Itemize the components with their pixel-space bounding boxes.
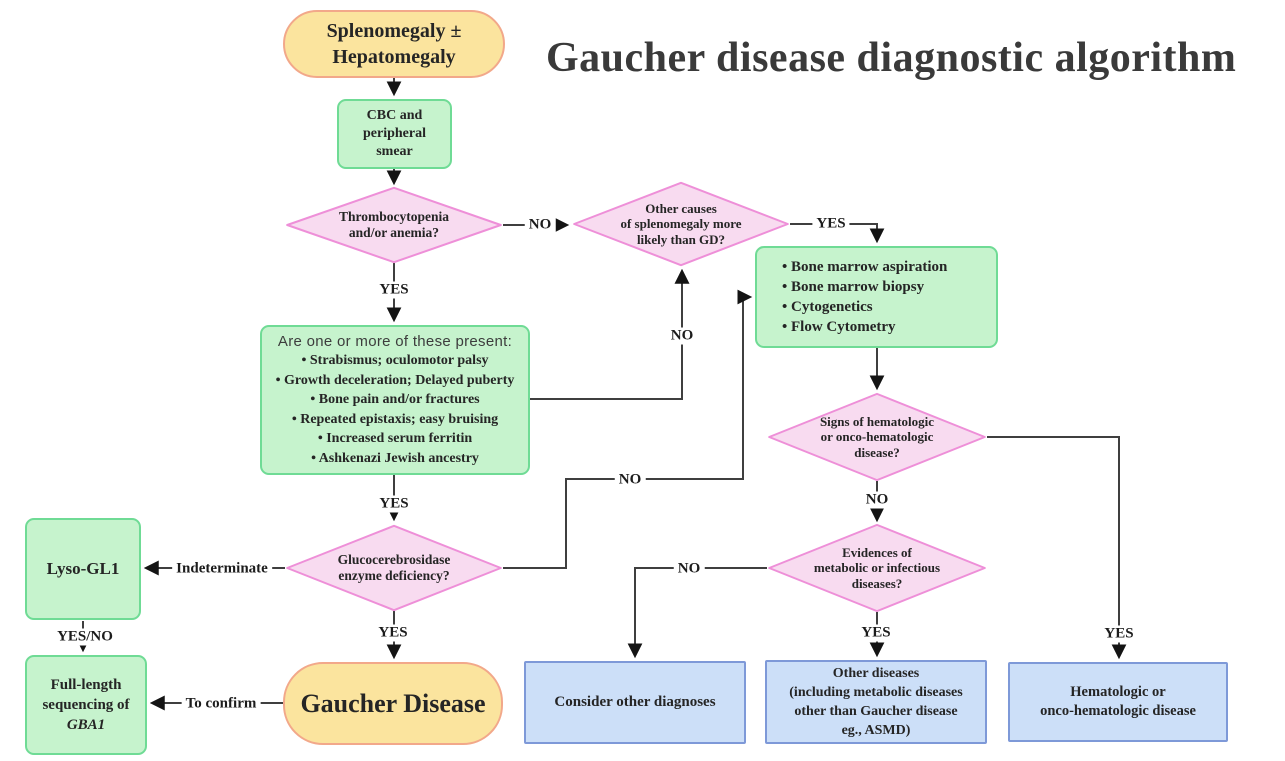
diamond-line: likely than GD? bbox=[636, 231, 726, 247]
node-checklist-line: • Bone pain and/or fractures bbox=[310, 392, 480, 408]
node-cbc-line: smear bbox=[376, 144, 413, 159]
node-thrombocytopenia-diamond: Thrombocytopenia and/or anemia? bbox=[285, 187, 503, 263]
diamond-shape bbox=[767, 393, 987, 481]
diamond-line: Evidences of bbox=[842, 544, 912, 560]
node-bone-marrow-line: • Flow Cytometry bbox=[782, 319, 896, 335]
diagram-title: Gaucher disease diagnostic algorithm bbox=[546, 35, 1237, 81]
node-checklist: Are one or more of these present: • Stra… bbox=[260, 325, 530, 475]
node-cbc-line: peripheral bbox=[363, 126, 426, 141]
diamond-line: or onco-hematologic bbox=[820, 429, 934, 445]
node-checklist-line: • Ashkenazi Jewish ancestry bbox=[311, 450, 479, 466]
diamond-line: diseases? bbox=[851, 575, 903, 591]
node-consider-other-label: Consider other diagnoses bbox=[554, 694, 716, 710]
edge-label-no: NO bbox=[861, 491, 893, 509]
node-gaucher-disease-label: Gaucher Disease bbox=[300, 688, 486, 718]
node-evidences-text: Evidences of metabolic or infectious dis… bbox=[767, 524, 987, 612]
node-gaucher-disease: Gaucher Disease bbox=[283, 662, 503, 745]
node-consider-other-diagnoses: Consider other diagnoses bbox=[524, 661, 746, 744]
node-other-diseases-line: eg., ASMD) bbox=[841, 723, 911, 738]
edge-label-yes: YES bbox=[375, 281, 413, 299]
edge-label-no: NO bbox=[614, 471, 646, 489]
edge-label-no: NO bbox=[666, 327, 698, 345]
diamond-line: disease? bbox=[854, 444, 900, 460]
node-checklist-line: • Growth deceleration; Delayed puberty bbox=[275, 372, 515, 388]
node-splenomegaly-line: Hepatomegaly bbox=[332, 46, 456, 68]
edge-label-yes: YES bbox=[375, 495, 413, 513]
node-bone-marrow-line: • Bone marrow aspiration bbox=[782, 259, 948, 275]
node-other-diseases: Other diseases (including metabolic dise… bbox=[765, 660, 987, 744]
edge-label-no: NO bbox=[673, 560, 705, 578]
diamond-line: enzyme deficiency? bbox=[338, 568, 450, 583]
node-cbc-line: CBC and bbox=[366, 108, 423, 123]
node-evidences-diamond: Evidences of metabolic or infectious dis… bbox=[767, 524, 987, 612]
node-other-diseases-line: (including metabolic diseases bbox=[789, 685, 963, 700]
diamond-line: Signs of hematologic bbox=[819, 413, 935, 429]
diamond-shape bbox=[285, 187, 503, 263]
node-other-diseases-line: Other diseases bbox=[832, 666, 920, 681]
edge-label-indeterminate: Indeterminate bbox=[172, 560, 272, 578]
edge-label-no: NO bbox=[524, 216, 556, 234]
node-gba1-line: sequencing of bbox=[42, 697, 130, 713]
diamond-line: Glucocerebrosidase bbox=[337, 551, 451, 567]
edge-label-yes: YES bbox=[374, 624, 412, 642]
node-glucocerebrosidase-diamond: Glucocerebrosidase enzyme deficiency? bbox=[285, 525, 503, 611]
node-signs-hematologic-text: Signs of hematologic or onco-hematologic… bbox=[767, 393, 987, 481]
node-other-diseases-line: other than Gaucher disease bbox=[794, 704, 958, 719]
node-gba1-sequencing: Full-length sequencing of GBA1 bbox=[25, 655, 147, 755]
diamond-line: metabolic or infectious bbox=[813, 560, 941, 576]
node-bone-marrow-line: • Cytogenetics bbox=[782, 299, 873, 315]
node-checklist-line: • Strabismus; oculomotor palsy bbox=[301, 353, 489, 369]
node-hematologic-disease: Hematologic or onco-hematologic disease bbox=[1008, 662, 1228, 742]
edge-label-yes: YES bbox=[1100, 625, 1138, 643]
node-gba1-gene-name: GBA1 bbox=[66, 717, 106, 733]
node-checklist-line: • Repeated epistaxis; easy bruising bbox=[291, 411, 499, 427]
edge-label-yes: YES bbox=[812, 215, 850, 233]
edge-label-yes-no: YES/NO bbox=[53, 628, 117, 646]
node-cbc: CBC and peripheral smear bbox=[337, 99, 452, 169]
node-lyso-gl1: Lyso-GL1 bbox=[25, 518, 141, 620]
node-checklist-line: • Increased serum ferritin bbox=[317, 431, 473, 447]
diamond-shape bbox=[572, 182, 790, 266]
node-bone-marrow: • Bone marrow aspiration • Bone marrow b… bbox=[755, 246, 998, 348]
node-gba1-line: Full-length bbox=[50, 677, 122, 693]
node-glucocerebrosidase-text: Glucocerebrosidase enzyme deficiency? bbox=[285, 525, 503, 611]
diamond-shape bbox=[767, 524, 987, 612]
diamond-line: and/or anemia? bbox=[348, 225, 440, 240]
node-splenomegaly-line: Splenomegaly ± bbox=[326, 20, 462, 42]
node-signs-hematologic-diamond: Signs of hematologic or onco-hematologic… bbox=[767, 393, 987, 481]
diamond-line: Thrombocytopenia bbox=[338, 208, 449, 224]
node-other-causes-text: Other causes of splenomegaly more likely… bbox=[572, 182, 790, 266]
edge-label-yes: YES bbox=[857, 624, 895, 642]
diamond-shape bbox=[285, 525, 503, 611]
diamond-line: of splenomegaly more bbox=[620, 216, 742, 232]
node-thrombocytopenia-text: Thrombocytopenia and/or anemia? bbox=[285, 187, 503, 263]
node-other-causes-diamond: Other causes of splenomegaly more likely… bbox=[572, 182, 790, 266]
node-bone-marrow-line: • Bone marrow biopsy bbox=[782, 279, 925, 295]
node-hematologic-disease-line: onco-hematologic disease bbox=[1040, 703, 1196, 719]
node-splenomegaly: Splenomegaly ± Hepatomegaly bbox=[283, 10, 505, 78]
node-lyso-gl1-label: Lyso-GL1 bbox=[46, 559, 120, 578]
node-checklist-header: Are one or more of these present: bbox=[277, 332, 513, 350]
edge-label-to-confirm: To confirm bbox=[181, 695, 261, 713]
diamond-line: Other causes bbox=[645, 200, 717, 216]
node-hematologic-disease-line: Hematologic or bbox=[1070, 684, 1166, 700]
